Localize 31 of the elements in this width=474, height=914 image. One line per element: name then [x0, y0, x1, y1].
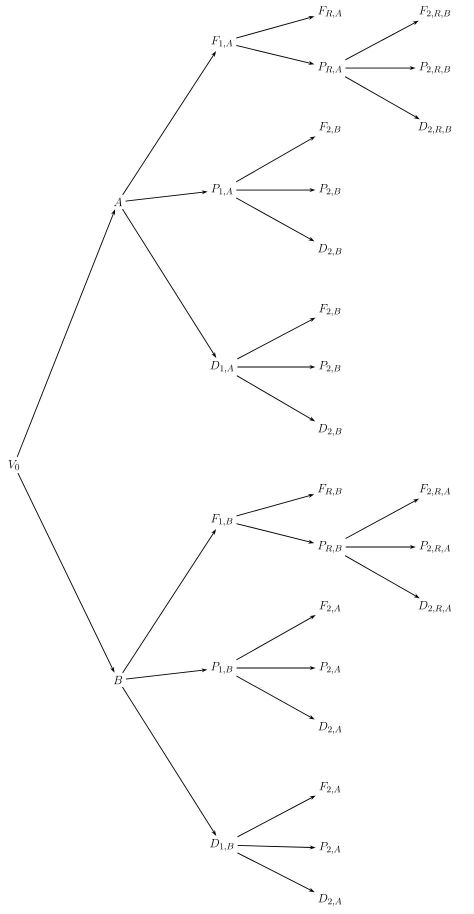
state-label: $D_{2,B}$ — [318, 244, 342, 256]
state-label: $B$ — [114, 676, 122, 684]
state-label: $P_{2,A}$ — [319, 662, 340, 674]
state-label: $P_{2,A}$ — [319, 842, 340, 854]
state-label: $P_{2,B}$ — [319, 184, 340, 196]
state-label: $D_{1,B}$ — [210, 839, 234, 851]
state-label: $F_{2,B}$ — [319, 304, 340, 316]
state-label: $F_{R,B}$ — [318, 484, 342, 496]
state-label: $D_{2,R,A}$ — [418, 601, 452, 613]
state-label: $F_{1,B}$ — [211, 514, 232, 526]
state-label: $P_{2,B}$ — [319, 361, 340, 373]
state-label: $D_{2,A}$ — [318, 722, 342, 734]
state-label: $D_{2,A}$ — [318, 894, 342, 906]
state-label: $P_{1,B}$ — [211, 662, 232, 674]
state-label: $A$ — [114, 198, 122, 206]
state-label: $F_{2,R,A}$ — [420, 484, 450, 496]
state-label: $F_{2,B}$ — [319, 122, 340, 134]
state-label: $P_{2,R,A}$ — [420, 541, 450, 553]
state-label: $D_{2,R,B}$ — [418, 122, 452, 134]
state-label: $F_{2,R,B}$ — [419, 6, 450, 18]
state-label: $F_{2,A}$ — [319, 601, 340, 613]
state-label: $P_{2,R,B}$ — [419, 62, 450, 74]
state-label: $F_{R,A}$ — [318, 6, 342, 18]
state-label: $V_0$ — [8, 460, 20, 470]
state-label: $D_{2,B}$ — [318, 424, 342, 436]
state-label: $P_{R,A}$ — [318, 62, 342, 74]
state-label: $D_{1,A}$ — [210, 361, 234, 373]
state-label: $P_{1,A}$ — [211, 184, 232, 196]
state-label: $F_{2,A}$ — [319, 782, 340, 794]
state-label: $P_{R,B}$ — [318, 541, 342, 553]
state-label: $F_{1,A}$ — [211, 36, 232, 48]
